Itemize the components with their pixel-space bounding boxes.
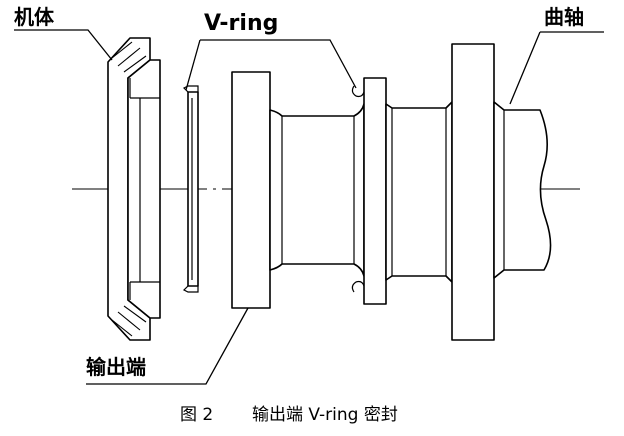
middle-flange bbox=[363, 77, 453, 305]
output-end-part bbox=[231, 71, 365, 309]
output-end-leader bbox=[86, 307, 249, 385]
label-crankshaft: 曲轴 bbox=[544, 5, 584, 29]
label-output-end: 输出端 bbox=[86, 355, 146, 379]
label-vring: V-ring bbox=[204, 11, 278, 36]
vring-leader-right bbox=[200, 39, 357, 89]
housing-part bbox=[107, 37, 161, 341]
crankshaft-leader bbox=[509, 31, 604, 105]
caption-title: 输出端 V-ring 密封 bbox=[252, 405, 398, 425]
label-housing: 机体 bbox=[14, 5, 55, 29]
crankshaft-part bbox=[451, 43, 552, 341]
vring-part bbox=[182, 85, 199, 293]
housing-leader bbox=[14, 29, 113, 61]
vring-leader-left bbox=[185, 39, 201, 91]
caption-number: 图 2 bbox=[180, 405, 213, 425]
